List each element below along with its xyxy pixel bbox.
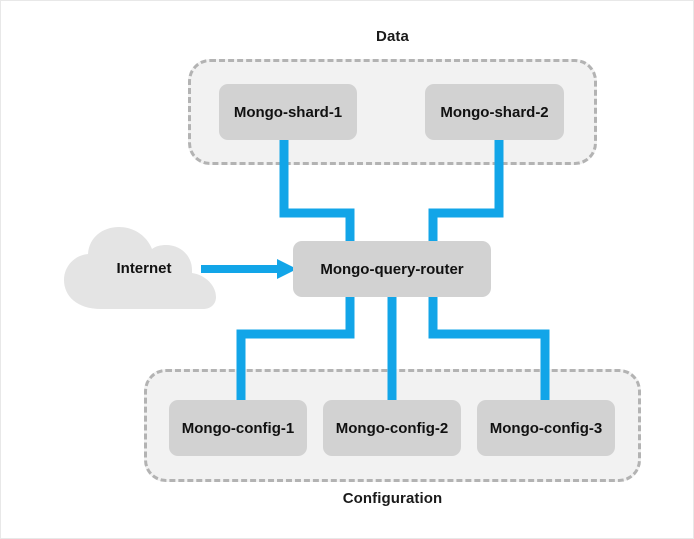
cloud-icon xyxy=(64,227,216,309)
internet-cloud-label: Internet xyxy=(116,259,172,277)
node-label: Mongo-shard-1 xyxy=(233,103,343,121)
node-label: Mongo-shard-2 xyxy=(440,103,549,121)
node-mongo-shard-2[interactable]: Mongo-shard-2 xyxy=(425,84,564,140)
node-mongo-query-router[interactable]: Mongo-query-router xyxy=(293,241,491,297)
node-label: Mongo-config-2 xyxy=(335,419,449,437)
node-mongo-shard-1[interactable]: Mongo-shard-1 xyxy=(219,84,357,140)
internet-cloud[interactable]: Internet xyxy=(61,225,219,311)
group-label-configuration: Configuration xyxy=(342,490,443,507)
group-label-data: Data xyxy=(376,28,409,45)
node-mongo-config-1[interactable]: Mongo-config-1 xyxy=(169,400,307,456)
node-mongo-config-2[interactable]: Mongo-config-2 xyxy=(323,400,461,456)
node-mongo-config-3[interactable]: Mongo-config-3 xyxy=(477,400,615,456)
node-label: Mongo-config-1 xyxy=(181,419,295,437)
node-label: Mongo-query-router xyxy=(320,260,464,278)
node-label: Mongo-config-3 xyxy=(489,419,603,437)
